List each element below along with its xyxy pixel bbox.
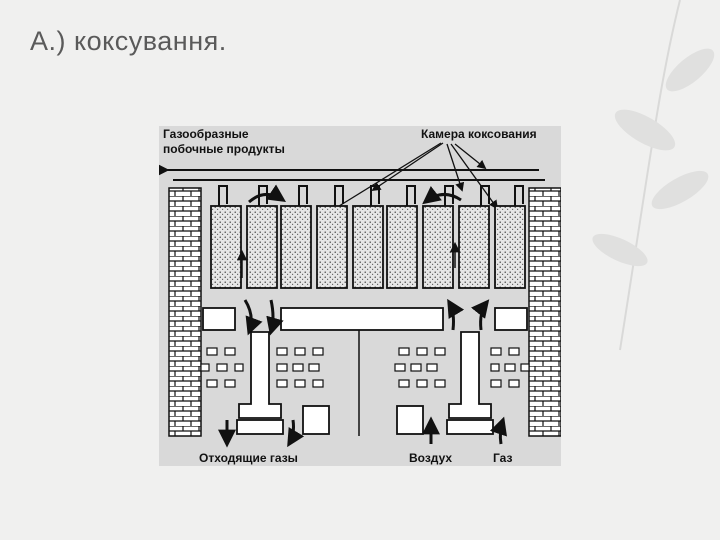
gas-collector-main bbox=[159, 164, 545, 181]
slide-title: А.) коксування. bbox=[30, 26, 227, 56]
regenerator-flow-arrows bbox=[243, 298, 490, 336]
left-sole-block bbox=[236, 419, 284, 435]
left-base-block bbox=[302, 405, 330, 435]
label-gas: Газ bbox=[493, 451, 512, 465]
label-air: Воздух bbox=[409, 451, 452, 465]
coking-chambers bbox=[210, 205, 526, 289]
chamber-pointer-lines bbox=[329, 142, 499, 212]
right-brick-wall bbox=[528, 187, 561, 437]
left-regenerator-checkers bbox=[200, 347, 324, 388]
right-base-block bbox=[396, 405, 424, 435]
label-byproducts-line2: побочные продукты bbox=[163, 142, 285, 156]
background-leaves-decoration bbox=[592, 0, 715, 351]
diagram-background bbox=[159, 126, 561, 466]
coke-oven-diagram: Газообразные побочные продукты Камера ко… bbox=[159, 126, 561, 466]
label-byproducts-line1: Газообразные bbox=[163, 127, 249, 141]
right-regenerator-checkers bbox=[394, 347, 530, 388]
left-brick-wall bbox=[168, 187, 202, 437]
right-sole-block bbox=[446, 419, 494, 435]
regenerator-tops bbox=[202, 307, 528, 331]
label-chamber: Камера коксования bbox=[421, 127, 537, 141]
bottom-flow-arrows bbox=[218, 416, 507, 448]
left-regenerator-column bbox=[238, 331, 282, 419]
label-exhaust-gases: Отходящие газы bbox=[199, 451, 298, 465]
heating-flow-arrows bbox=[236, 184, 462, 278]
